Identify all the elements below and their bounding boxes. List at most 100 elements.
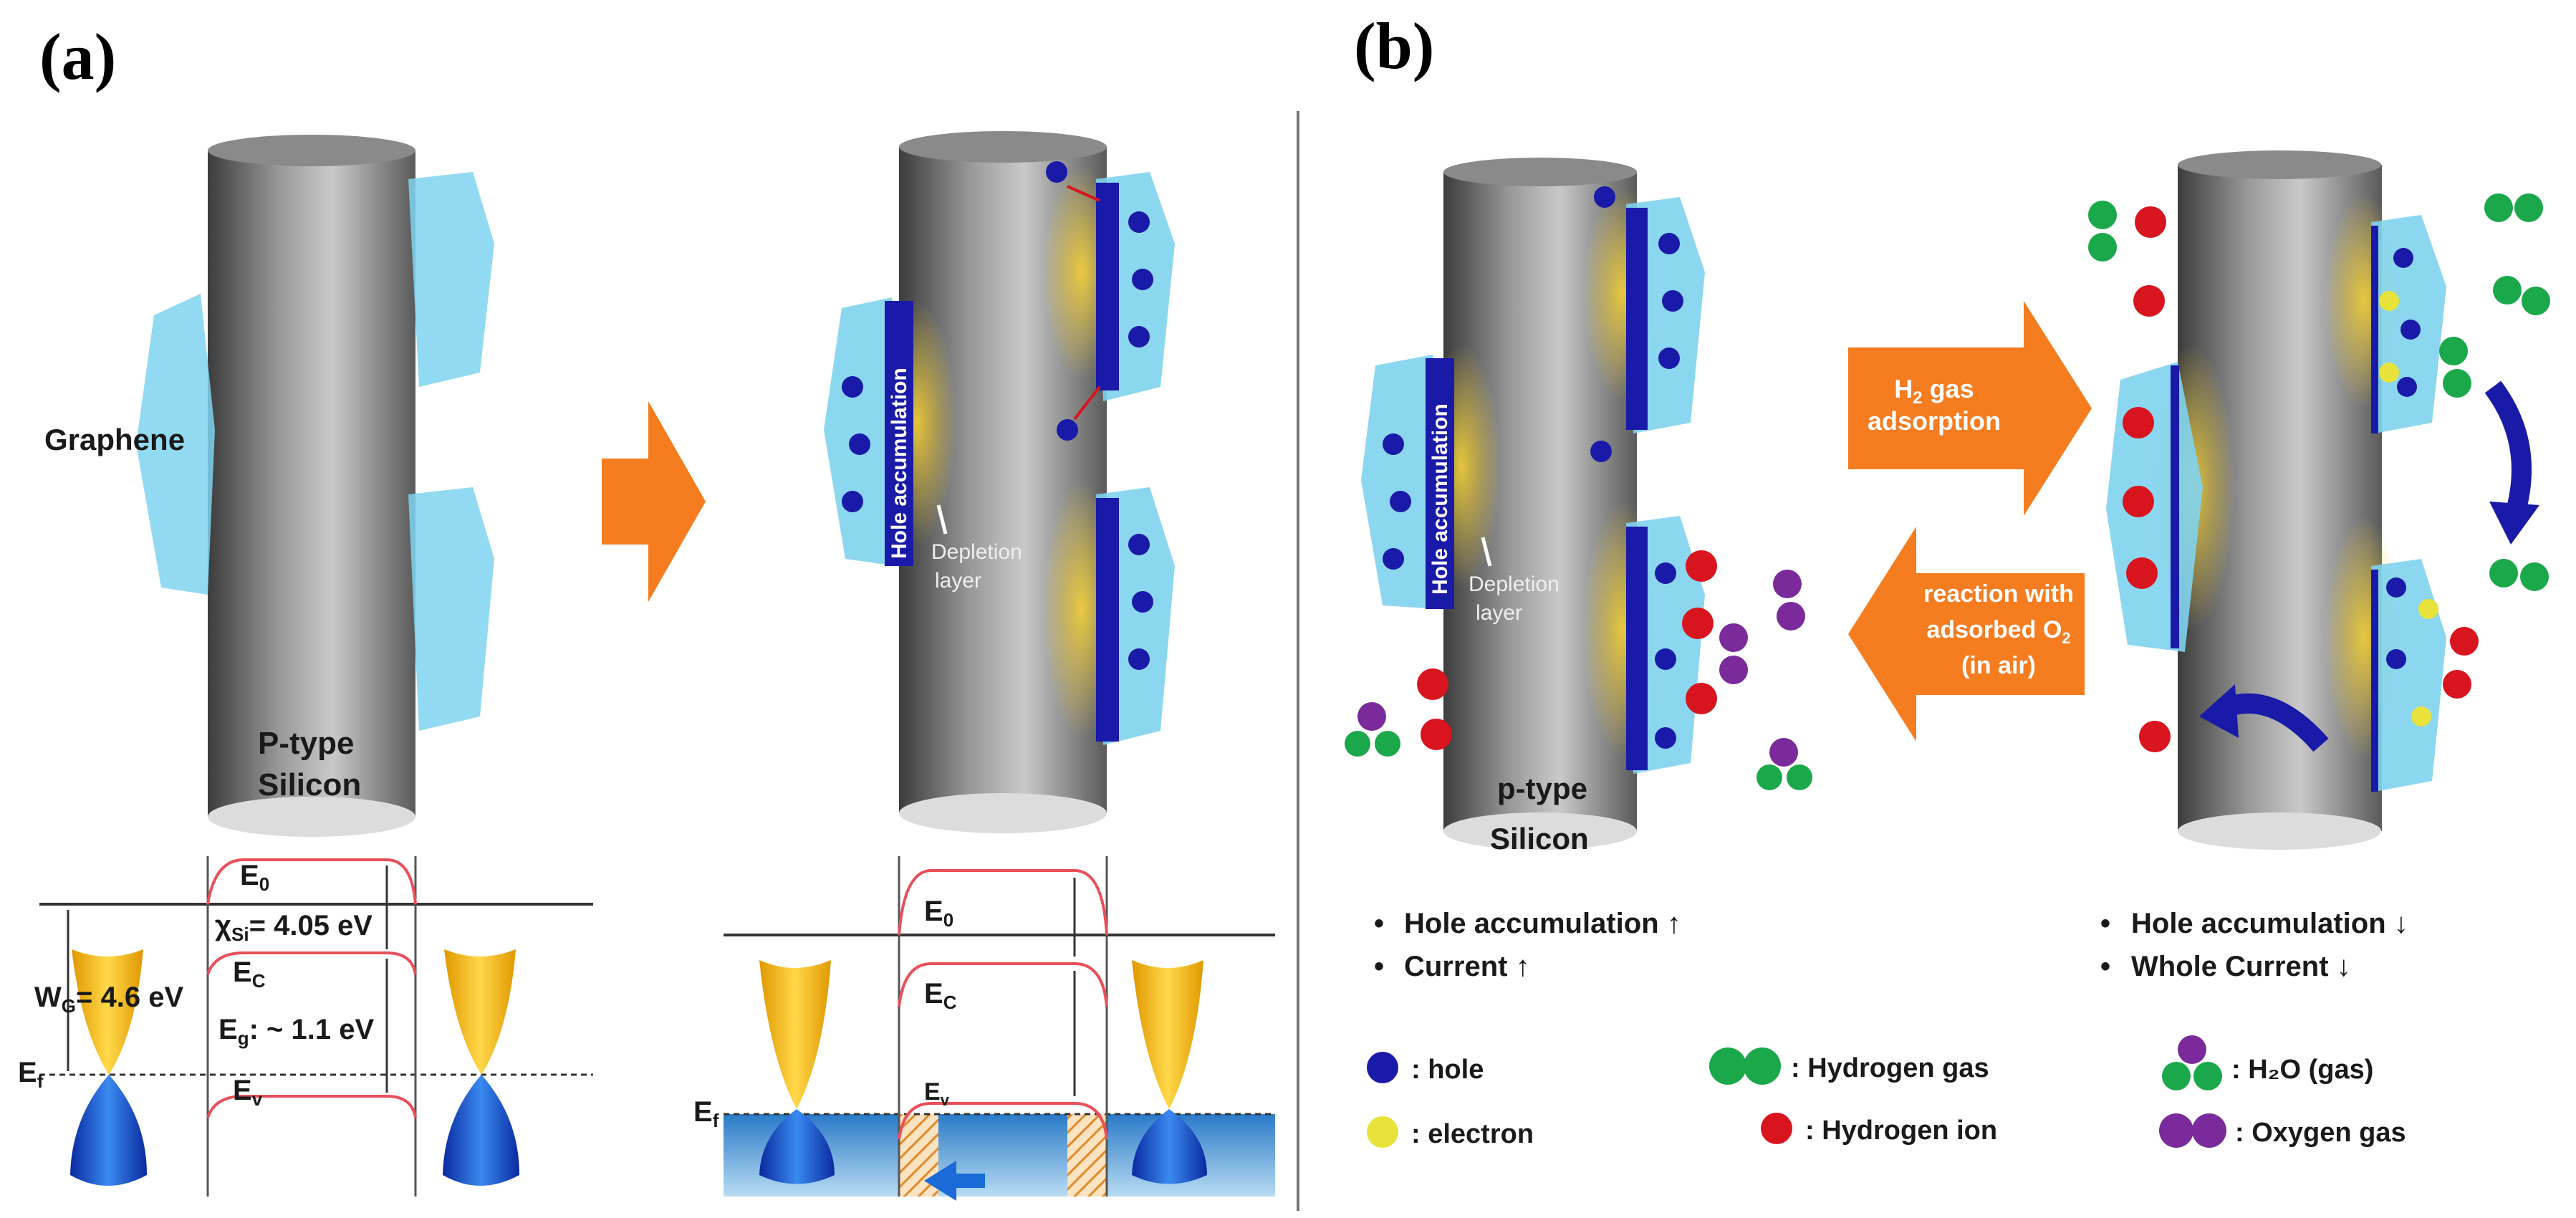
nanowire-bottom bbox=[2178, 812, 2381, 850]
hydrogen-atom bbox=[2493, 276, 2522, 304]
hole-accumulation-layer bbox=[2371, 570, 2378, 792]
e0-band bbox=[206, 858, 417, 905]
ptype-label-line2: Silicon bbox=[258, 767, 361, 802]
nanowire-top bbox=[1443, 158, 1637, 186]
nanowire-top bbox=[208, 135, 415, 166]
ef-label: Ef bbox=[693, 1096, 719, 1131]
water-hydrogen bbox=[1756, 764, 1782, 790]
e0-label: E0 bbox=[240, 860, 269, 895]
legend-h2-icon bbox=[1709, 1047, 1746, 1085]
legend-h2o-hydrogen-icon bbox=[2162, 1062, 2191, 1090]
bullet-current-up: Current ↑ bbox=[1404, 951, 1530, 982]
hole-accumulation-layer bbox=[1096, 183, 1119, 390]
hydrogen-atom bbox=[2088, 233, 2117, 262]
transition-arrow bbox=[602, 401, 706, 602]
water-hydrogen bbox=[1375, 731, 1400, 757]
o2-reaction-label-line3: (in air) bbox=[1961, 652, 2036, 679]
dirac-cone-upper bbox=[72, 949, 143, 1075]
panel-b-wire-right bbox=[2106, 150, 2539, 850]
legend-o2-icon bbox=[2192, 1113, 2226, 1148]
hydrogen-atom bbox=[2522, 287, 2550, 315]
h2-adsorption-label: H2 gas bbox=[1894, 374, 1974, 408]
depletion-label-line2: layer bbox=[1476, 601, 1522, 625]
o2-reaction-arrow: reaction with adsorbed O2 (in air) bbox=[1848, 527, 2085, 742]
hydrogen-ion bbox=[2126, 557, 2158, 589]
hole-particle bbox=[842, 376, 863, 398]
hole-link bbox=[1073, 385, 1101, 421]
hydrogen-ion bbox=[2135, 206, 2166, 238]
legend-h2-icon bbox=[1744, 1047, 1781, 1085]
e0-band bbox=[898, 869, 1108, 936]
nanowire-top bbox=[2178, 150, 2381, 179]
legend: : hole : electron : Hydrogen gas : Hydro… bbox=[1367, 1035, 2406, 1149]
depletion-label-line1: Depletion bbox=[931, 540, 1022, 564]
curved-current-arrowhead bbox=[2489, 502, 2539, 545]
hole-particle bbox=[1655, 562, 1676, 584]
oxygen-atom bbox=[1719, 623, 1748, 652]
legend-o2-label: : Oxygen gas bbox=[2235, 1118, 2406, 1148]
hole-particle bbox=[2386, 577, 2406, 598]
ev-band bbox=[898, 1102, 1108, 1140]
hole-particle bbox=[1057, 419, 1078, 441]
bullet-dot: • bbox=[1374, 908, 1384, 939]
hole-accumulation-layer bbox=[1626, 527, 1648, 770]
bullet-hole-accumulation-up: Hole accumulation ↑ bbox=[1404, 908, 1681, 939]
ev-label: Ev bbox=[233, 1075, 263, 1110]
legend-hole-icon bbox=[1367, 1052, 1398, 1083]
hydrogen-atom bbox=[2443, 369, 2471, 398]
hole-particle bbox=[2397, 377, 2417, 397]
legend-hion-icon bbox=[1761, 1113, 1792, 1144]
bullets-left: • Hole accumulation ↑ • Current ↑ bbox=[1374, 908, 1681, 982]
eg-label: Eg: ~ 1.1 eV bbox=[218, 1014, 374, 1049]
ec-label: EC bbox=[924, 978, 957, 1013]
h2-adsorption-arrow-shape bbox=[1848, 301, 2092, 516]
hole-particle bbox=[1128, 211, 1150, 233]
bullet-dot: • bbox=[2100, 951, 2110, 982]
hole-particle bbox=[1128, 648, 1150, 670]
water-oxygen bbox=[1769, 738, 1798, 767]
curved-current-arrow bbox=[2484, 380, 2532, 519]
hole-transfer-arrow bbox=[924, 1161, 985, 1201]
hole-particle bbox=[1662, 290, 1683, 312]
h2-adsorption-arrow: H2 gas adsorption bbox=[1848, 301, 2092, 516]
ev-band bbox=[206, 1095, 417, 1118]
legend-o2-icon bbox=[2159, 1113, 2193, 1148]
hole-particle bbox=[2386, 649, 2406, 669]
dirac-cone-upper bbox=[1132, 960, 1203, 1109]
ptype-label-line2: Silicon bbox=[1490, 822, 1589, 855]
hole-particle bbox=[1046, 161, 1067, 183]
hydrogen-ion bbox=[2443, 670, 2471, 699]
electron-particle bbox=[2379, 291, 2399, 311]
panel-a-label: (a) bbox=[39, 20, 116, 93]
water-hydrogen bbox=[1787, 764, 1812, 790]
hole-accumulation-layer bbox=[2171, 365, 2179, 648]
legend-h2o-oxygen-icon bbox=[2178, 1035, 2206, 1064]
hole-particle bbox=[1655, 727, 1676, 749]
hydrogen-atom bbox=[2520, 562, 2549, 591]
dirac-cone-upper bbox=[444, 949, 516, 1075]
nanowire-top bbox=[899, 131, 1107, 163]
ec-band bbox=[898, 962, 1108, 1007]
panel-a-wire-right: Hole accumulation Depletion layer bbox=[824, 131, 1175, 833]
hole-accumulation-label: Hole accumulation bbox=[1428, 403, 1452, 595]
depletion-label-line2: layer bbox=[935, 569, 981, 593]
hydrogen-ion bbox=[2123, 407, 2154, 438]
water-hydrogen bbox=[1345, 731, 1370, 757]
hole-accumulation-layer bbox=[2371, 226, 2378, 433]
ptype-label-line1: p-type bbox=[1497, 772, 1587, 805]
hydrogen-atom bbox=[2484, 193, 2513, 222]
wg-label: WG= 4.6 eV bbox=[34, 982, 183, 1017]
ptype-label-line1: P-type bbox=[258, 726, 354, 761]
hole-particle bbox=[1658, 347, 1680, 369]
hole-particle bbox=[1128, 326, 1150, 347]
o2-reaction-label-line1: reaction with bbox=[1923, 580, 2074, 608]
hydrogen-ion bbox=[1417, 668, 1448, 700]
hydrogen-ion bbox=[2133, 285, 2165, 317]
hole-particle bbox=[2393, 248, 2413, 268]
o2-reaction-arrow-shape bbox=[1848, 527, 2085, 742]
depletion-pointer bbox=[1481, 537, 1492, 567]
hole-particle bbox=[842, 491, 863, 512]
bullet-hole-accumulation-down: Hole accumulation ↓ bbox=[2131, 908, 2408, 939]
hole-link bbox=[1067, 185, 1100, 202]
legend-electron-icon bbox=[1367, 1116, 1398, 1148]
